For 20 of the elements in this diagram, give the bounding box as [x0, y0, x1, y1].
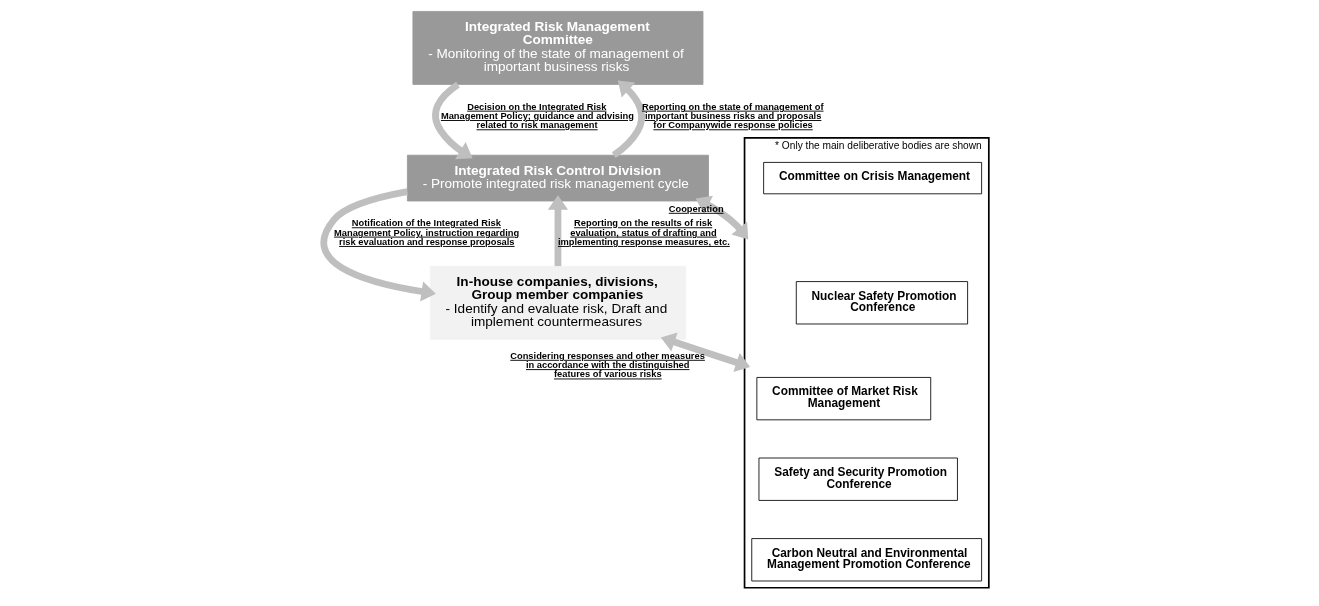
arrow [320, 188, 436, 302]
edge-label: Decision on the Integrated Risk Management Policy; guidance and advising related to risk management [440, 101, 634, 131]
edge-label: Cooperation [668, 203, 724, 214]
node-box: Committee of Market Risk Management [756, 377, 932, 421]
node-box: Nuclear Safety Promotion Conference [795, 281, 969, 325]
node-box: In-house companies, divisions, Group member companies - Identify and evaluate risk, Draft and implement countermeasures [429, 265, 687, 340]
arrow [611, 80, 645, 158]
node-box: Carbon Neutral and Environmental Management Promotion Conference [751, 538, 983, 582]
edge-label: Considering responses and other measures in accordance with the distinguished features of various risks [510, 350, 705, 380]
node-box: Committee on Crisis Management [763, 162, 983, 195]
node-box: Integrated Risk Control Division - Promote integrated risk management cycle [406, 154, 709, 202]
edge-label: Reporting on the results of risk evaluation, status of drafting and implementing response measures, etc. [557, 218, 730, 247]
arrow [660, 332, 751, 372]
arrow [432, 81, 473, 160]
arrow [695, 195, 749, 240]
edge-label: Reporting on the state of management of important business risks and proposals for Companywide response policies [641, 101, 824, 131]
arrow [547, 195, 569, 267]
node-box: Safety and Security Promotion Conference [758, 457, 958, 501]
edge-label: Notification of the Integrated Risk Management Policy, instruction regarding risk evaluation and response proposals [334, 218, 520, 247]
node-box: Integrated Risk Management Committee - Monitoring of the state of management of important business risks [412, 11, 704, 85]
